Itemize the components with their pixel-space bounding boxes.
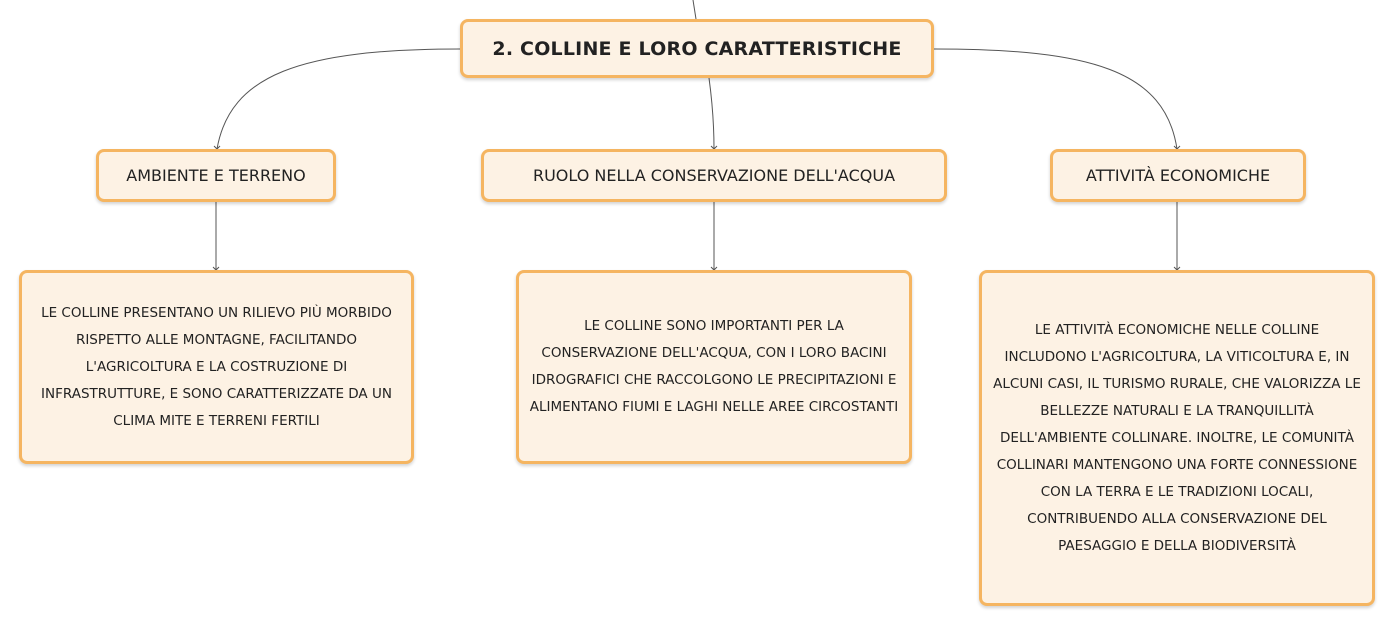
detail-text: LE ATTIVITÀ ECONOMICHE NELLE COLLINE INC… [993,321,1361,554]
detail-node-ruolo-conservazione-acqua[interactable]: LE COLLINE SONO IMPORTANTI PER LA CONSER… [516,270,912,464]
detail-text: LE COLLINE PRESENTANO UN RILIEVO PIÙ MOR… [41,304,392,429]
detail-text: LE COLLINE SONO IMPORTANTI PER LA CONSER… [529,318,899,415]
topic-label: ATTIVITÀ ECONOMICHE [1085,166,1271,185]
topic-node-attivita-economiche[interactable]: ATTIVITÀ ECONOMICHE [1050,149,1306,202]
topic-label: RUOLO NELLA CONSERVAZIONE DELL'ACQUA [532,166,896,185]
connector-root-to-ruolo [708,77,715,150]
root-title: 2. COLLINE E LORO CARATTERISTICHE [492,37,902,60]
topic-node-ambiente-e-terreno[interactable]: AMBIENTE E TERRENO [96,149,336,202]
connector-root-to-ambiente [216,48,461,150]
topic-label: AMBIENTE E TERRENO [126,166,306,185]
connector-from-parent [692,0,697,20]
connector-root-to-attivita [933,48,1178,150]
root-node[interactable]: 2. COLLINE E LORO CARATTERISTICHE [460,19,934,78]
detail-node-ambiente-e-terreno[interactable]: LE COLLINE PRESENTANO UN RILIEVO PIÙ MOR… [19,270,414,464]
topic-node-ruolo-conservazione-acqua[interactable]: RUOLO NELLA CONSERVAZIONE DELL'ACQUA [481,149,947,202]
detail-node-attivita-economiche[interactable]: LE ATTIVITÀ ECONOMICHE NELLE COLLINE INC… [979,270,1375,606]
